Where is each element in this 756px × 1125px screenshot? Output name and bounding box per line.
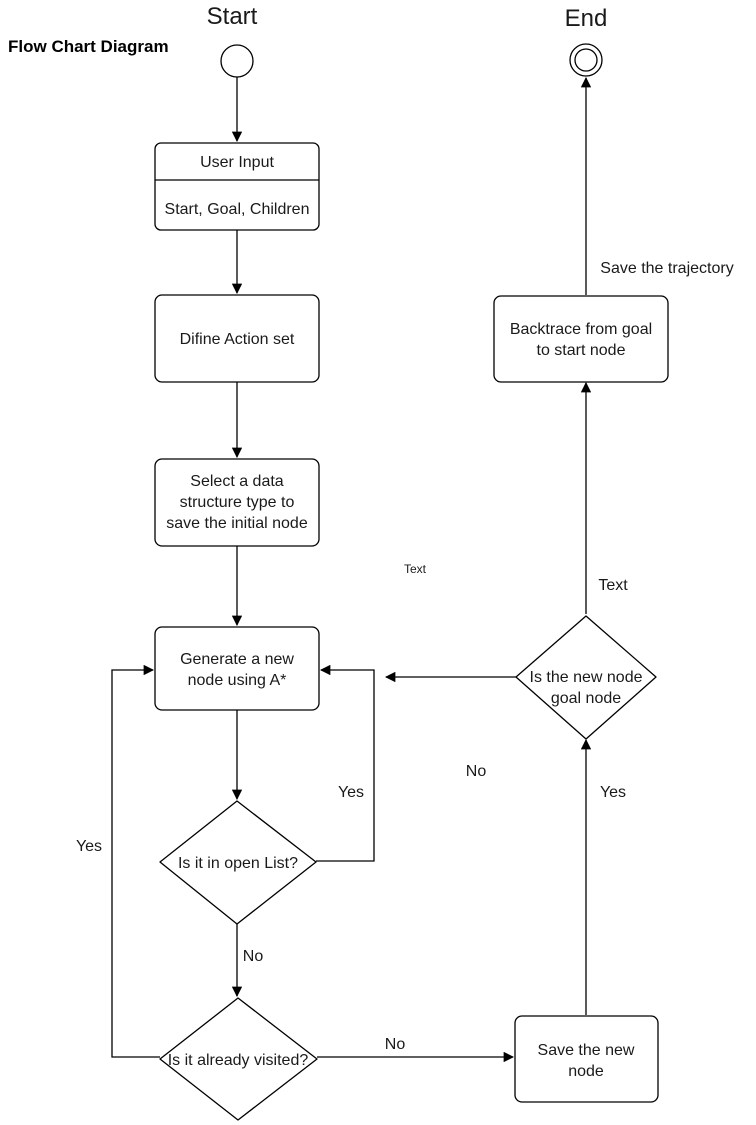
edge-label-save-yes: Yes xyxy=(600,784,626,801)
edge-label-save-trajectory: Save the trajectory xyxy=(600,260,733,277)
start-node xyxy=(220,44,254,78)
edge-label-open-yes: Yes xyxy=(338,784,364,801)
select-ds-line-1: Select a data xyxy=(190,473,284,490)
save-node-line-1: Save the new xyxy=(538,1042,635,1059)
edge-label-open-no: No xyxy=(243,948,264,965)
user-input-header: User Input xyxy=(200,154,274,171)
goal-line-2: goal node xyxy=(551,690,621,707)
define-action-node: Difine Action set xyxy=(154,294,320,383)
end-label: End xyxy=(565,5,608,32)
backtrace-line-1: Backtrace from goal xyxy=(510,321,652,338)
generate-line-1: Generate a new xyxy=(180,651,294,668)
end-node-inner xyxy=(574,48,598,72)
edge-label-visited-no: No xyxy=(385,1036,406,1053)
save-node: Save the new node xyxy=(514,1015,659,1103)
edge-label-goal-no: No xyxy=(466,763,487,780)
select-ds-node: Select a data structure type to save the… xyxy=(154,458,320,547)
goal-line-1: Is the new node xyxy=(530,669,643,686)
open-list-label: Is it in open List? xyxy=(178,855,298,872)
open-list-decision: Is it in open List? xyxy=(159,800,317,925)
define-action-label: Difine Action set xyxy=(180,331,295,348)
generate-line-2: node using A* xyxy=(188,672,287,689)
start-label: Start xyxy=(207,3,258,30)
visited-decision: Is it already visited? xyxy=(159,997,318,1121)
edge-label-goal-text: Text xyxy=(598,577,628,594)
edge-visited-yes xyxy=(111,664,160,1058)
user-input-node: User Input Start, Goal, Children xyxy=(154,142,320,231)
visited-label: Is it already visited? xyxy=(168,1052,309,1069)
backtrace-line-2: to start node xyxy=(537,342,626,359)
stray-text-label: Text xyxy=(404,562,427,576)
edge-label-visited-yes: Yes xyxy=(76,838,102,855)
generate-node: Generate a new node using A* xyxy=(154,626,320,711)
select-ds-line-2: structure type to xyxy=(180,494,295,511)
goal-decision: Is the new node goal node xyxy=(515,615,657,740)
backtrace-node: Backtrace from goal to start node xyxy=(493,295,669,383)
select-ds-line-3: save the initial node xyxy=(166,515,308,532)
edge-openlist-yes xyxy=(316,664,375,862)
save-node-line-2: node xyxy=(568,1063,604,1080)
user-input-body: Start, Goal, Children xyxy=(165,201,310,218)
diagram-title: Flow Chart Diagram xyxy=(8,37,169,56)
